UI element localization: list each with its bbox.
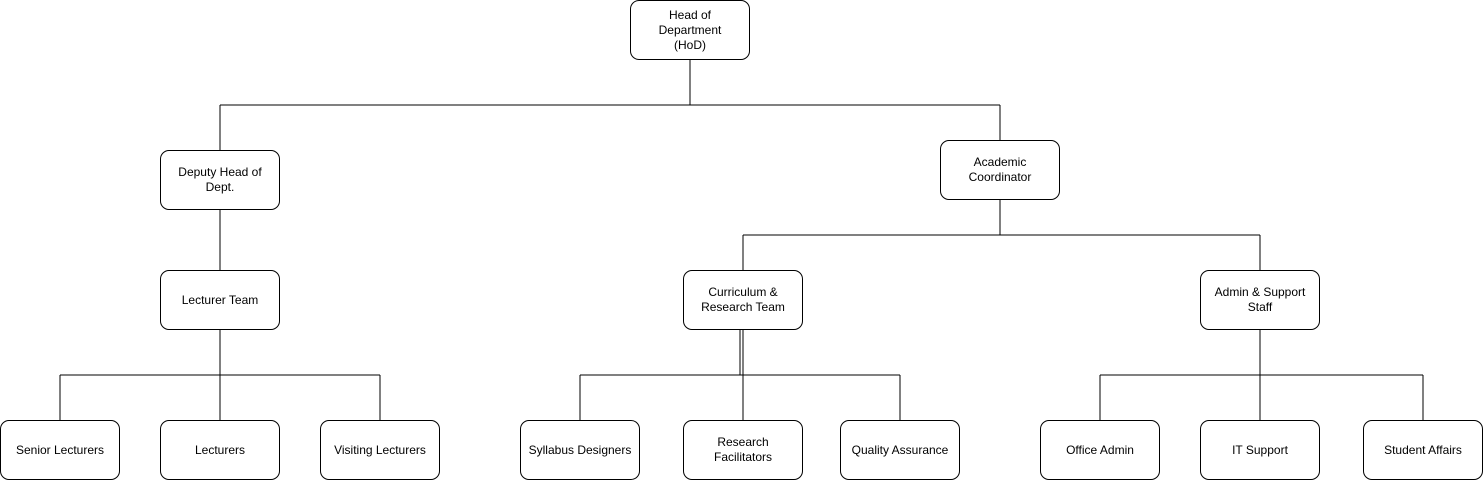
node-label: Office Admin <box>1066 442 1134 457</box>
node-label: Curriculum & Research Team <box>701 285 785 314</box>
node-curriculum-research-team[interactable]: Curriculum & Research Team <box>683 270 803 330</box>
node-label: Syllabus Designers <box>528 442 632 457</box>
node-senior-lecturers[interactable]: Senior Lecturers <box>0 420 120 480</box>
node-label: Admin & Support Staff <box>1214 285 1306 314</box>
node-syllabus-designers[interactable]: Syllabus Designers <box>520 420 640 480</box>
node-deputy-head[interactable]: Deputy Head of Dept. <box>160 150 280 210</box>
node-label: Lecturer Team <box>181 292 259 307</box>
node-visiting-lecturers[interactable]: Visiting Lecturers <box>320 420 440 480</box>
node-head-of-department[interactable]: Head of Department (HoD) <box>630 0 750 60</box>
node-label: Deputy Head of Dept. <box>178 165 262 194</box>
node-office-admin[interactable]: Office Admin <box>1040 420 1160 480</box>
node-academic-coordinator[interactable]: Academic Coordinator <box>940 140 1060 200</box>
node-label: Quality Assurance <box>851 442 949 457</box>
node-student-affairs[interactable]: Student Affairs <box>1363 420 1483 480</box>
node-it-support[interactable]: IT Support <box>1200 420 1320 480</box>
node-label: IT Support <box>1232 442 1288 457</box>
node-label: Head of Department (HoD) <box>658 7 722 52</box>
node-lecturer-team[interactable]: Lecturer Team <box>160 270 280 330</box>
node-label: Research Facilitators <box>713 435 772 464</box>
node-lecturers[interactable]: Lecturers <box>160 420 280 480</box>
node-label: Student Affairs <box>1384 442 1462 457</box>
node-label: Academic Coordinator <box>968 155 1032 184</box>
node-quality-assurance[interactable]: Quality Assurance <box>840 420 960 480</box>
node-label: Visiting Lecturers <box>334 442 426 457</box>
node-admin-support-staff[interactable]: Admin & Support Staff <box>1200 270 1320 330</box>
node-label: Senior Lecturers <box>15 442 105 457</box>
node-research-facilitators[interactable]: Research Facilitators <box>683 420 803 480</box>
node-label: Lecturers <box>194 442 246 457</box>
